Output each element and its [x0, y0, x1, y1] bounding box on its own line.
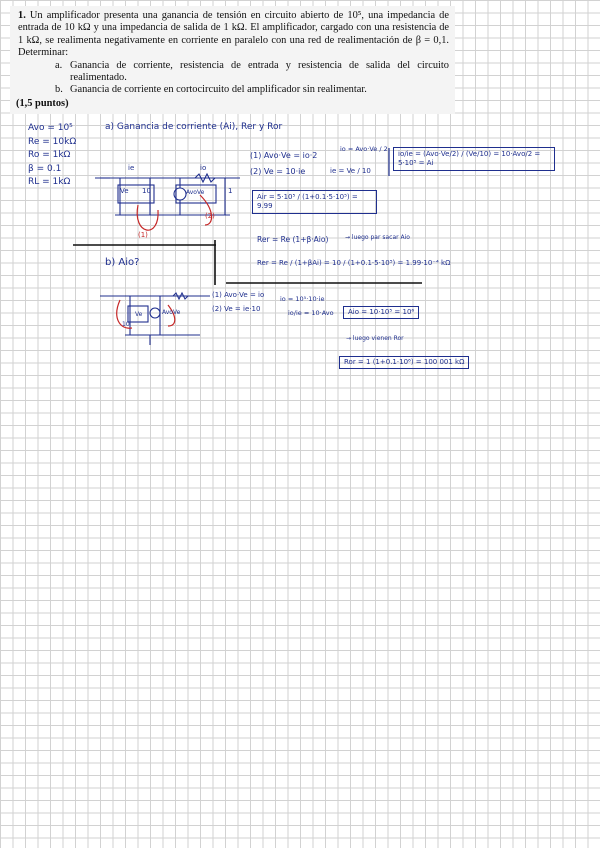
label-io: io: [200, 164, 207, 172]
b-equation-1: (1) Avo·Ve = io: [212, 291, 265, 299]
label-mesh-2: (2): [205, 212, 215, 220]
b-note: → luego vienen Ror: [346, 335, 404, 342]
equation-2-side: ie = Ve / 10: [330, 167, 371, 175]
problem-body: Un amplificador presenta una ganancia de…: [18, 10, 449, 59]
b-equation-3: io = 10⁵·10·ie: [280, 295, 325, 303]
problem-points: (1,5 puntos): [16, 97, 69, 109]
given-avo: Avo = 10⁵: [28, 123, 73, 133]
givens-list: Avo = 10⁵ Re = 10kΩ Ro = 1kΩ β = 0.1 RL …: [28, 122, 76, 190]
problem-number: 1.: [18, 10, 26, 21]
problem-statement: 1. Un amplificador presenta una ganancia…: [10, 6, 455, 114]
equation-1: (1) Avo·Ve = io·2: [250, 151, 318, 160]
given-re: Re = 10kΩ: [28, 136, 77, 147]
label-b-source: AvoVe: [162, 309, 181, 316]
rer-formula-2: Rer = Re / (1+βAi) = 10 / (1+0.1·5·10⁵) …: [257, 259, 451, 267]
equation-2: (2) Ve = 10·ie: [250, 167, 306, 176]
part-a-title: a) Ganancia de corriente (Ai), Rer y Ror: [105, 122, 283, 132]
label-rl: 1: [228, 187, 233, 195]
rer-formula-1: Rer = Re (1+β·Aio): [257, 235, 329, 244]
rer-note: → luego par sacar Aio: [345, 234, 410, 241]
label-ie: ie: [128, 164, 135, 172]
b-equation-2: (2) Ve = ie·10: [212, 305, 261, 313]
air-box: Air = 5·10⁵ / (1+0.1·5·10⁵) = 9.99: [252, 190, 377, 215]
ror-box: Ror = 1 (1+0.1·10⁶) = 100 001 kΩ: [339, 356, 470, 369]
problem-text: 1. Un amplificador presenta una ganancia…: [18, 10, 449, 60]
problem-items: a.Ganancia de corriente, resistencia de …: [18, 60, 449, 97]
label-source: AvoVe: [186, 189, 205, 196]
given-rl: RL = 1kΩ: [28, 177, 71, 187]
problem-item-a: a.Ganancia de corriente, resistencia de …: [55, 59, 449, 84]
part-b-title: b) Aio?: [105, 257, 140, 268]
label-b-ve: Ve: [135, 311, 143, 318]
b-equation-4: io/ie = 10·Avo: [288, 309, 334, 317]
given-beta: β = 0.1: [28, 163, 62, 174]
label-b-r10: 10: [122, 321, 130, 328]
ratio-box: io/ie = (Avo·Ve/2) / (Ve/10) = 10·Avo/2 …: [393, 147, 555, 171]
given-ro: Ro = 1kΩ: [28, 150, 71, 160]
b-result-box: Aio = 10·10⁵ = 10⁶: [343, 306, 420, 319]
equation-1-side: io = Avo·Ve / 2: [340, 145, 388, 153]
label-ve: Ve: [120, 187, 129, 195]
problem-item-b: b.Ganancia de corriente en cortocircuito…: [55, 84, 367, 96]
label-mesh-1: (1): [138, 231, 148, 239]
label-r10: 10: [142, 187, 151, 195]
